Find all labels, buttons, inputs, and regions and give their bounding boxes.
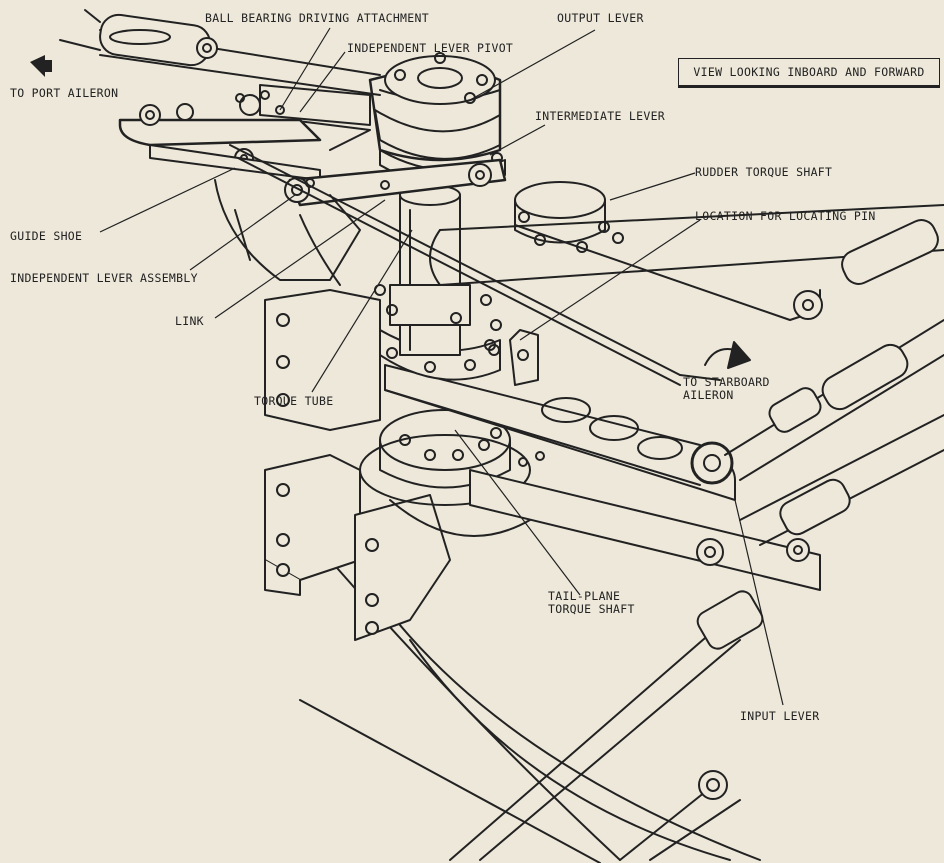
label-torque-tube: TORQUE TUBE: [254, 394, 334, 408]
independent-lever-assembly: [118, 118, 322, 147]
label-independent-lever-assembly: INDEPENDENT LEVER ASSEMBLY: [10, 271, 198, 285]
label-independent-lever-pivot: INDEPENDENT LEVER PIVOT: [347, 41, 514, 55]
locating-pin-bracket: [509, 329, 539, 386]
label-rudder-torque-shaft: RUDDER TORQUE SHAFT: [695, 165, 833, 179]
port-arrow-icon: [30, 55, 52, 77]
tailplane-torque-plate: [469, 469, 821, 591]
label-input-lever: INPUT LEVER: [740, 709, 820, 723]
label-tailplane-torque-shaft: TAIL-PLANE TORQUE SHAFT: [548, 589, 635, 616]
label-ball-bearing-attachment: BALL BEARING DRIVING ATTACHMENT: [205, 11, 429, 25]
leader-lines: [99, 27, 784, 706]
label-to-port-aileron: TO PORT AILERON: [10, 86, 119, 100]
mounting-bracket-left: [264, 454, 451, 641]
lower-push-rod: [449, 624, 741, 861]
view-label-box: VIEW LOOKING INBOARD AND FORWARD: [678, 58, 940, 88]
mounting-bracket-upper: [264, 289, 381, 431]
label-to-starboard-aileron: TO STARBOARD AILERON: [683, 375, 770, 402]
label-intermediate-lever: INTERMEDIATE LEVER: [535, 109, 666, 123]
label-guide-shoe: GUIDE SHOE: [10, 229, 83, 243]
label-location-locating-pin: LOCATION FOR LOCATING PIN: [695, 209, 876, 223]
label-output-lever: OUTPUT LEVER: [557, 11, 644, 25]
label-link: LINK: [175, 314, 204, 328]
